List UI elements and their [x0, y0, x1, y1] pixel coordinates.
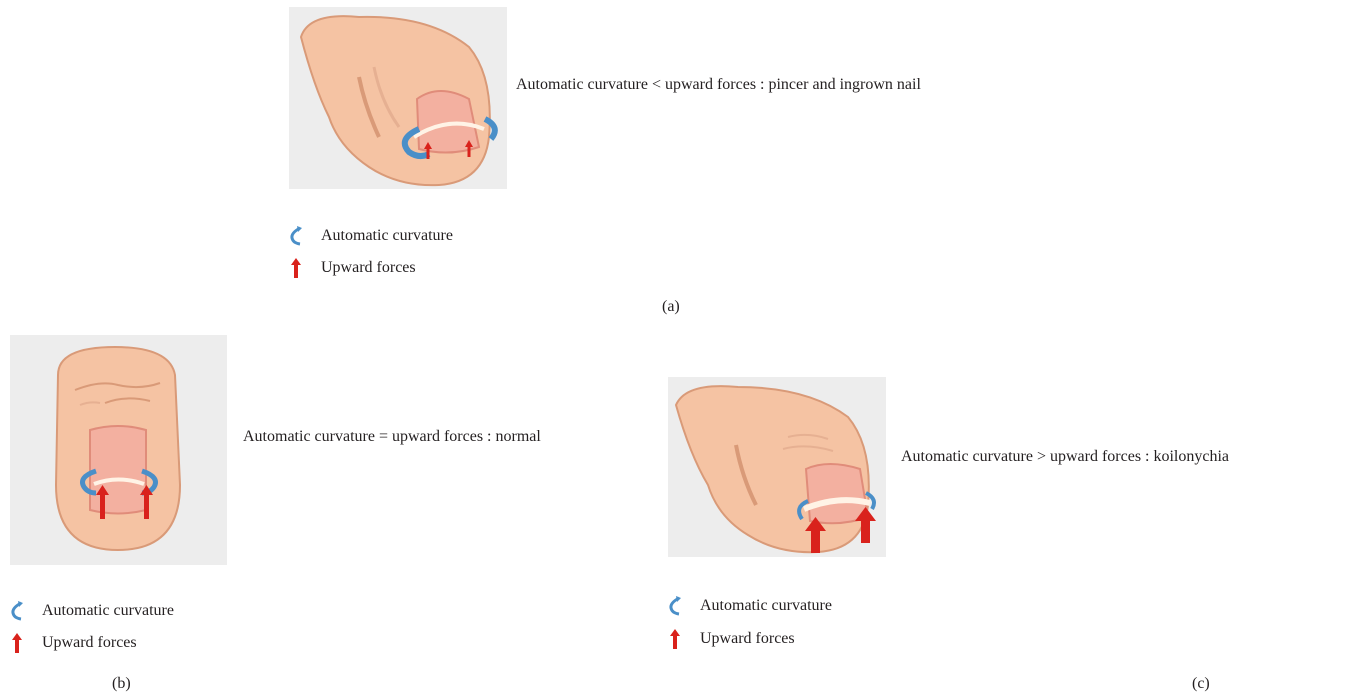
panel-c-legend-forces: Upward forces: [668, 628, 795, 650]
panel-c-description: Automatic curvature > upward forces : ko…: [901, 448, 1229, 466]
panel-c-illustration: [668, 377, 886, 557]
curved-arrow-icon: [289, 225, 303, 247]
curved-arrow-icon: [668, 595, 682, 617]
legend-forces-label: Upward forces: [700, 630, 795, 648]
panel-a-legend-forces: Upward forces: [289, 257, 416, 279]
legend-forces-label: Upward forces: [321, 259, 416, 277]
legend-curvature-label: Automatic curvature: [700, 597, 832, 615]
curved-arrow-icon: [10, 600, 24, 622]
panel-b-legend-curvature: Automatic curvature: [10, 600, 174, 622]
panel-c-label: (c): [1192, 675, 1210, 693]
panel-a-label: (a): [662, 298, 680, 316]
panel-a-description: Automatic curvature < upward forces : pi…: [516, 76, 921, 94]
pincer-nail-finger-illustration: [289, 7, 507, 189]
up-arrow-icon: [10, 632, 24, 654]
panel-b-illustration: [10, 335, 227, 565]
panel-c-legend-curvature: Automatic curvature: [668, 595, 832, 617]
panel-a-legend-curvature: Automatic curvature: [289, 225, 453, 247]
up-arrow-icon: [668, 628, 682, 650]
panel-b-legend-forces: Upward forces: [10, 632, 137, 654]
panel-b-label: (b): [112, 675, 131, 693]
legend-curvature-label: Automatic curvature: [321, 227, 453, 245]
legend-curvature-label: Automatic curvature: [42, 602, 174, 620]
legend-forces-label: Upward forces: [42, 634, 137, 652]
normal-nail-finger-illustration: [10, 335, 227, 565]
panel-a-illustration: [289, 7, 507, 189]
panel-b-description: Automatic curvature = upward forces : no…: [243, 428, 541, 446]
up-arrow-icon: [289, 257, 303, 279]
koilonychia-nail-finger-illustration: [668, 377, 886, 557]
